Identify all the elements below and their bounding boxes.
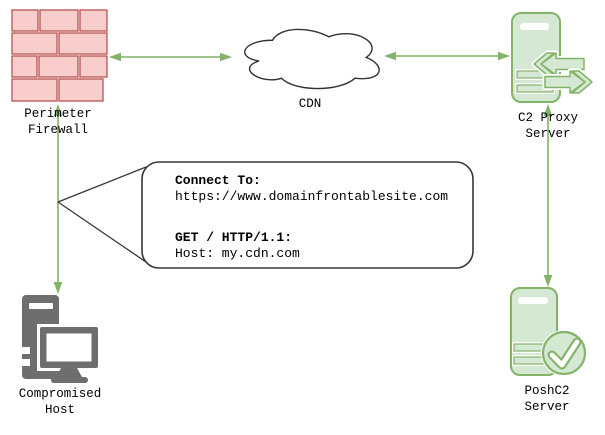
desktop-computer-icon [16, 295, 101, 383]
proxy-arrows-icon [531, 50, 595, 96]
arrow-c2proxy-poshc2 [543, 104, 553, 287]
cloud-icon [244, 28, 380, 90]
callout-bubble [57, 161, 474, 269]
brick-wall-firewall-icon [11, 9, 108, 102]
cdn-label: CDN [298, 97, 322, 111]
server-slot [520, 23, 549, 30]
arrow-cdn-c2proxy [384, 51, 510, 61]
callout-request-host: Host: my.cdn.com [175, 246, 300, 261]
server-slot [518, 297, 548, 304]
server-proxy-arrows-icon [511, 12, 595, 103]
checkmark-icon [541, 330, 587, 376]
arrow-firewall-host [53, 104, 63, 294]
arrow-firewall-cdn [109, 52, 232, 62]
callout-connect-url: https://www.domainfrontablesite.com [175, 189, 449, 204]
callout-connect-heading: Connect To: [175, 173, 261, 188]
server-checkmark-icon [510, 287, 587, 376]
callout-request-heading: GET / HTTP/1.1: [175, 230, 293, 245]
